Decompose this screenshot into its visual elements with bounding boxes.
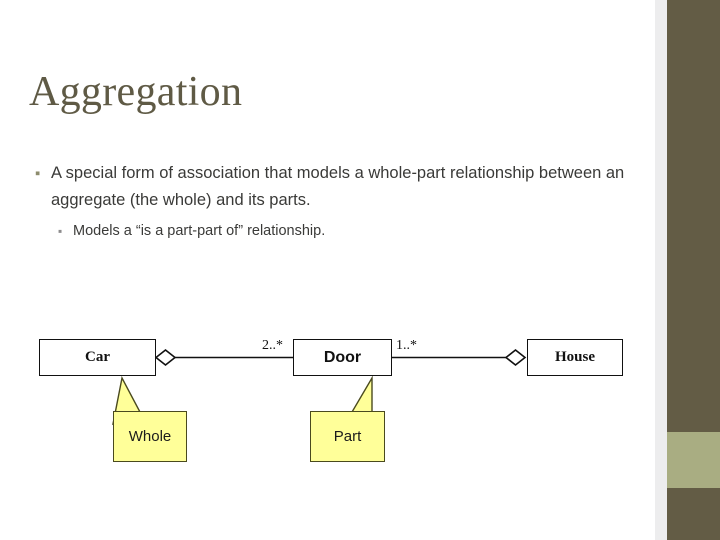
aggregation-diamond-house [504, 348, 527, 367]
callout-part[interactable]: Part [310, 411, 385, 462]
accent-band-dark-bottom [667, 488, 720, 540]
bullet-level2-text: Models a “is a part-part of” relationshi… [73, 223, 326, 239]
uml-class-car[interactable]: Car [39, 339, 156, 376]
bullet-level1: ▪ A special form of association that mod… [35, 160, 625, 214]
accent-band-sage [667, 432, 720, 488]
aggregation-diamond-car [154, 348, 177, 367]
bullet-level1-text: A special form of association that model… [51, 164, 625, 209]
multiplicity-label-door-house: 1..* [396, 338, 417, 353]
accent-band-dark-top [667, 0, 720, 432]
uml-class-door[interactable]: Door [293, 339, 392, 376]
slide-title: Aggregation [29, 69, 243, 115]
multiplicity-label-car-door: 2..* [262, 338, 283, 353]
sub-bullet-marker-icon: ▪ [58, 224, 63, 238]
bullet-level2: ▪ Models a “is a part-part of” relations… [58, 220, 618, 243]
uml-class-house[interactable]: House [527, 339, 623, 376]
callout-tail-part [350, 375, 373, 413]
slide-edge-gutter [655, 0, 667, 540]
callout-whole[interactable]: Whole [113, 411, 187, 462]
bullet-marker-icon: ▪ [35, 165, 41, 182]
